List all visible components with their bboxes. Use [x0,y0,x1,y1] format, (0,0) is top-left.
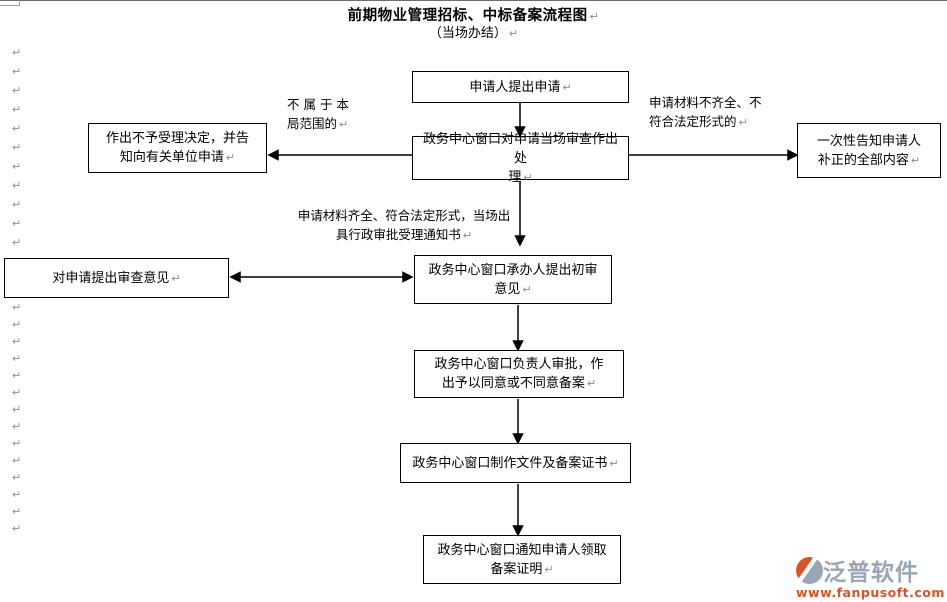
paragraph-mark: ↵ [12,179,22,192]
node-text: 对申请提出审查意见 [52,270,170,286]
paragraph-mark: ↵ [586,377,597,390]
paragraph-mark: ↵ [523,170,533,184]
node-text: 政务中心窗口承办人提出初审 意见 [428,262,598,297]
node-text: 政务中心窗口制作文件及备案证书 [412,455,608,471]
watermark: 泛普软件 www.fanpusoft.com [796,553,945,600]
paragraph-mark: ↵ [12,420,22,433]
arrowhead-down-icon [512,433,524,445]
arrowhead-left-icon [267,149,279,161]
paragraph-mark: ↵ [544,562,554,576]
edge-label-out-of-scope: 不 属 于 本 局范围的↵ [287,95,407,134]
page-top-border [0,0,947,1]
paragraph-mark: ↵ [12,103,22,116]
paragraph-mark: ↵ [12,84,22,97]
arrowhead-left-icon [229,271,241,283]
node-review-opinion: 对申请提出审查意见↵ [4,258,229,298]
node-text: 政务中心窗口对申请当场审查作出处 理 [422,131,618,185]
paragraph-mark: ↵ [910,153,921,167]
table-corner-mark [0,0,20,6]
node-text: 作出不予受理决定，并告 知向有关单位申请 [105,131,249,165]
edge-label-complete-materials: 申请材料齐全、符合法定形式，当场出 具行政审批受理通知书↵ [287,206,521,245]
paragraph-mark: ↵ [462,229,473,242]
paragraph-mark: ↵ [12,437,22,450]
page-subtitle-text: （当场办结） [428,26,507,41]
paragraph-mark: ↵ [12,471,22,484]
paragraph-mark: ↵ [522,282,532,296]
arrowhead-down-icon [512,525,524,537]
node-make-documents: 政务中心窗口制作文件及备案证书↵ [400,443,631,483]
paragraph-mark: ↵ [12,352,22,365]
paragraph-mark: ↵ [225,151,236,164]
edge-label-text: 不 属 于 本 局范围的 [287,97,349,131]
node-text: 申请人提出申请 [469,79,561,95]
page-title: 前期物业管理招标、中标备案流程图↵ [0,4,947,25]
paragraph-mark: ↵ [12,522,22,535]
paragraph-mark: ↵ [562,80,572,94]
edge-label-incomplete-materials: 申请材料不齐全、不 符合法定形式的↵ [649,93,799,132]
node-notify-corrections: 一次性告知申请人 补正的全部内容↵ [797,123,941,178]
page-title-text: 前期物业管理招标、中标备案流程图 [347,8,588,24]
node-applicant-submits: 申请人提出申请↵ [412,71,629,103]
watermark-brand: 泛普软件 [823,560,919,586]
node-notify-collect: 政务中心窗口通知申请人领取 备案证明↵ [423,535,621,584]
node-reject-decision: 作出不予受理决定，并告 知向有关单位申请↵ [88,123,267,173]
paragraph-mark: ↵ [12,65,22,78]
paragraph-mark: ↵ [12,335,22,348]
node-onsite-review: 政务中心窗口对申请当场审查作出处 理↵ [412,132,629,185]
paragraph-mark: ↵ [12,122,22,135]
paragraph-mark: ↵ [738,116,748,129]
paragraph-mark: ↵ [12,386,22,399]
node-leader-approval: 政务中心窗口负责人审批，作 出予以同意或不同意备案↵ [414,350,624,398]
paragraph-mark: ↵ [171,271,181,285]
edge-label-text: 申请材料不齐全、不 符合法定形式的 [649,95,762,129]
paragraph-mark: ↵ [12,403,22,416]
node-text: 一次性告知申请人 补正的全部内容 [816,133,921,168]
node-initial-opinion: 政务中心窗口承办人提出初审 意见↵ [414,255,612,304]
watermark-row: 泛普软件 [796,553,942,587]
paragraph-mark: ↵ [12,369,22,382]
fanpu-logo-icon [796,556,823,584]
paragraph-mark: ↵ [589,10,600,23]
arrowhead-right-icon [402,271,414,283]
paragraph-mark: ↵ [12,236,22,249]
paragraph-mark: ↵ [12,505,22,518]
paragraph-mark: ↵ [12,198,22,211]
paragraph-mark: ↵ [12,46,22,59]
arrowhead-right-icon [787,149,799,161]
edge-label-text: 申请材料齐全、符合法定形式，当场出 具行政审批受理通知书 [297,208,511,242]
node-text: 政务中心窗口负责人审批，作 出予以同意或不同意备案 [434,357,604,391]
paragraph-mark: ↵ [12,160,22,173]
paragraph-mark: ↵ [12,488,22,501]
paragraph-mark: ↵ [609,456,619,470]
node-text: 政务中心窗口通知申请人领取 备案证明 [437,542,607,577]
watermark-url: www.fanpusoft.com [796,585,945,600]
paragraph-mark: ↵ [12,141,22,154]
paragraph-mark: ↵ [12,454,22,467]
page-subtitle: （当场办结）↵ [0,22,947,41]
paragraph-mark: ↵ [12,217,22,230]
paragraph-mark: ↵ [12,301,22,314]
paragraph-mark: ↵ [508,27,519,40]
paragraph-mark: ↵ [12,318,22,331]
paragraph-mark: ↵ [339,118,349,131]
arrowhead-down-icon [512,340,524,352]
